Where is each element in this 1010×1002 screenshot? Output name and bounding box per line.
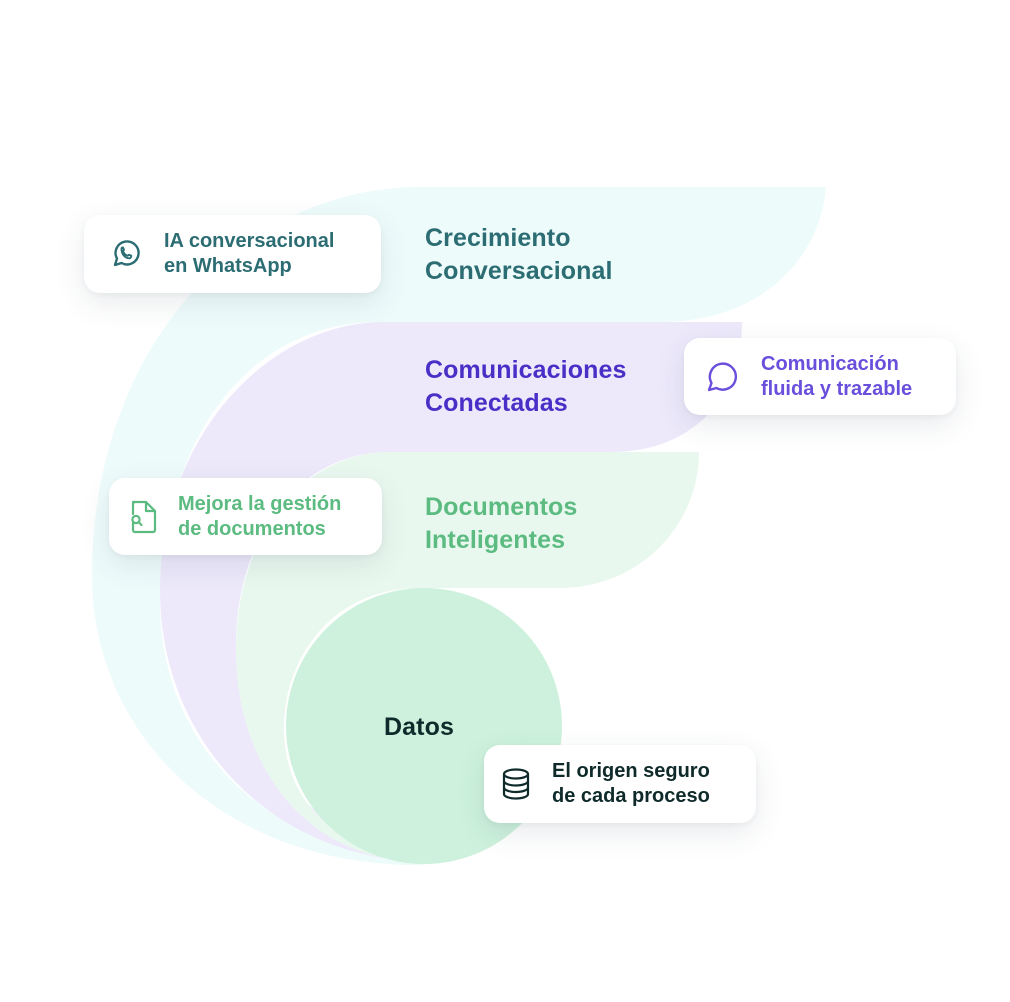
layer-label-comunicaciones-line2: Conectadas (425, 389, 568, 417)
feature-card-whatsapp-text: IA conversacional en WhatsApp (164, 229, 334, 279)
layer-label-comunicaciones-line1: Comunicaciones (425, 356, 627, 384)
layer-label-documentos-line2: Inteligentes (425, 526, 566, 554)
layer-label-documentos-line1: Documentos (425, 493, 578, 521)
layer-label-datos-line1: Datos (384, 713, 454, 741)
chat-bubble-icon (704, 359, 740, 395)
feature-card-datos-line1: El origen seguro (552, 760, 710, 782)
feature-card-documentos-text: Mejora la gestión de documentos (178, 492, 341, 542)
feature-card-datos: El origen seguro de cada proceso (484, 745, 756, 823)
layer-shape-comunicaciones (160, 322, 742, 862)
layer-label-crecimiento-line1: Crecimiento (425, 224, 571, 252)
layer-label-crecimiento-line2: Conversacional (425, 257, 613, 285)
feature-card-documentos: Mejora la gestión de documentos (109, 478, 382, 555)
feature-card-comunicacion-line1: Comunicación (761, 352, 899, 375)
layer-label-datos: Datos (384, 711, 454, 744)
feature-card-documentos-line2: de documentos (178, 517, 326, 540)
layer-label-crecimiento: Crecimiento Conversacional (425, 222, 613, 288)
feature-card-documentos-line1: Mejora la gestión (178, 492, 342, 515)
feature-card-whatsapp-line1: IA conversacional (164, 230, 335, 252)
feature-card-comunicacion: Comunicación fluida y trazable (684, 338, 956, 415)
feature-card-comunicacion-text: Comunicación fluida y trazable (761, 352, 912, 402)
document-search-icon (125, 499, 161, 535)
feature-card-whatsapp-line2: en WhatsApp (164, 255, 292, 277)
feature-card-comunicacion-line2: fluida y trazable (761, 377, 913, 400)
feature-card-datos-text: El origen seguro de cada proceso (552, 759, 710, 809)
whatsapp-icon (108, 236, 144, 272)
layer-shape-crecimiento (92, 187, 826, 866)
feature-card-datos-line2: de cada proceso (552, 785, 710, 807)
feature-card-whatsapp: IA conversacional en WhatsApp (84, 215, 381, 293)
layer-label-comunicaciones: Comunicaciones Conectadas (425, 354, 626, 420)
database-icon (498, 766, 534, 802)
layer-label-documentos: Documentos Inteligentes (425, 491, 577, 557)
